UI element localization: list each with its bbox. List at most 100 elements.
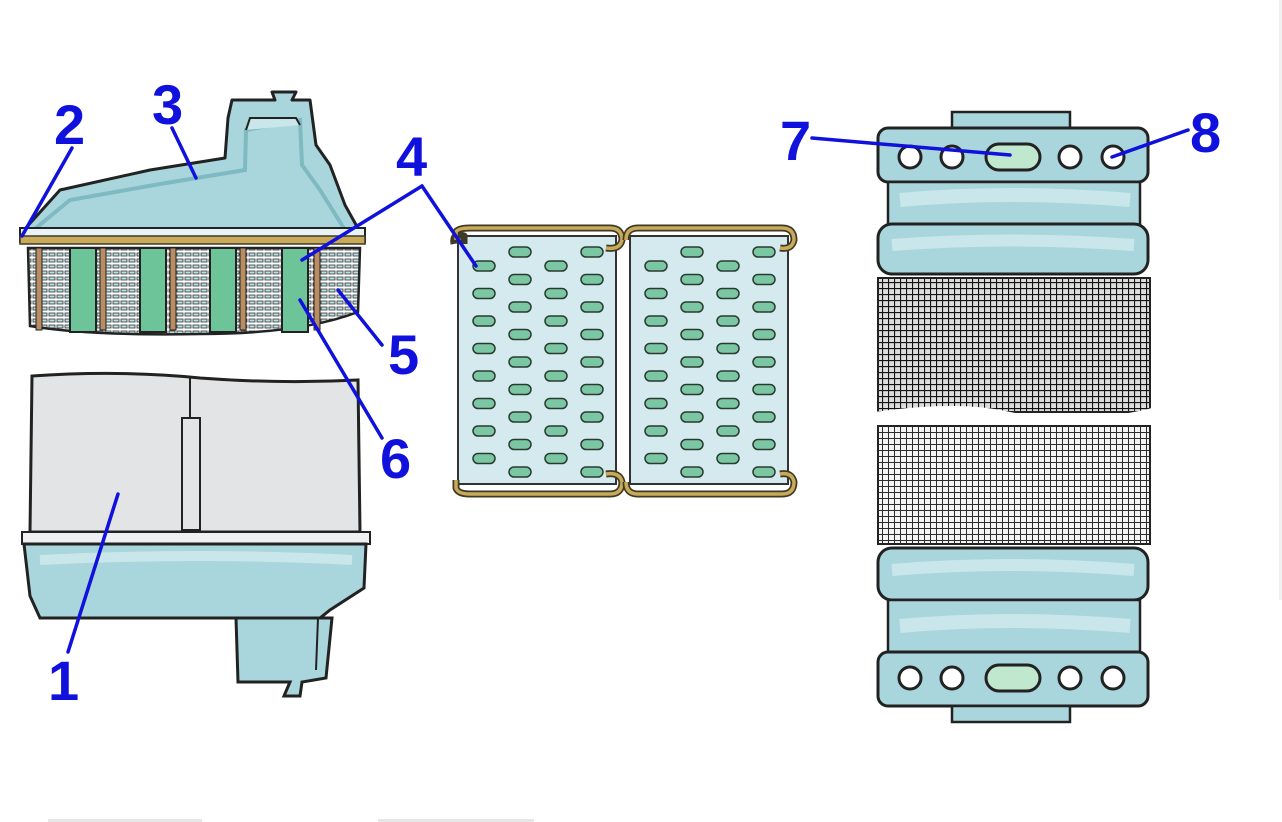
perforation-slot <box>580 356 604 368</box>
perforation-slot <box>716 315 740 327</box>
perforation-slot <box>752 273 776 286</box>
perforation-slot <box>716 287 740 300</box>
seal-gasket <box>19 235 366 245</box>
perforation-slot <box>680 246 704 258</box>
perforation-slot <box>472 342 496 355</box>
filter-housing-assembly <box>19 90 371 698</box>
perforation-slot <box>472 260 496 272</box>
perforation-slot <box>508 273 532 286</box>
callout-labels: 1 2 3 4 5 6 7 8 <box>48 73 1221 712</box>
perforation-slot <box>716 342 740 355</box>
right-edge-line <box>1279 0 1282 600</box>
perforation-slot <box>544 315 568 327</box>
plate-slots <box>472 246 776 478</box>
rib-spacer <box>313 247 321 331</box>
filter-ribs <box>35 247 321 333</box>
perforation-slot <box>508 328 532 341</box>
perforation-slot <box>716 260 740 272</box>
flange-slots <box>984 142 1042 693</box>
label-7: 7 <box>780 109 811 172</box>
perforation-slot <box>644 287 668 300</box>
cartridge-bottom-tab <box>950 704 1072 724</box>
perforation-slot <box>644 370 668 382</box>
label-2: 2 <box>54 93 85 156</box>
mesh-lower <box>877 425 1151 545</box>
perforation-slot <box>580 411 604 423</box>
perforation-slot <box>580 328 604 341</box>
perforation-slot <box>680 328 704 341</box>
label-4: 4 <box>396 125 427 188</box>
perforation-slot <box>508 411 532 423</box>
rib-green <box>69 247 97 333</box>
perforation-slot <box>472 287 496 300</box>
perforation-slot <box>644 315 668 327</box>
label-8: 8 <box>1190 101 1221 164</box>
filter-element-section <box>26 246 362 336</box>
label-1: 1 <box>48 649 79 712</box>
perforation-slot <box>644 397 668 410</box>
label-3: 3 <box>152 73 183 136</box>
perforation-slot <box>752 466 776 478</box>
perforation-slot <box>544 342 568 355</box>
label-5: 5 <box>388 323 419 386</box>
perforation-slot <box>680 438 704 451</box>
perforation-slot <box>472 370 496 382</box>
perforation-slot <box>580 273 604 286</box>
perforation-slot <box>544 425 568 437</box>
perforation-slot <box>544 287 568 300</box>
perforation-slot <box>644 425 668 437</box>
perforation-slot <box>544 397 568 410</box>
rib-spacer <box>169 247 177 331</box>
footer-line-left <box>48 819 202 822</box>
leader-lines <box>20 126 1190 654</box>
perforation-slot <box>580 246 604 258</box>
perforation-slot <box>472 397 496 410</box>
perforation-slot <box>508 383 532 396</box>
perforation-slot <box>716 452 740 465</box>
mesh-upper <box>877 277 1151 413</box>
perforation-slot <box>716 425 740 437</box>
perforation-slot <box>580 383 604 396</box>
rib-green <box>281 247 309 333</box>
lid-top-highlight <box>245 117 301 131</box>
perforation-slot <box>580 466 604 478</box>
perforated-plates <box>450 224 798 498</box>
perforation-slot <box>680 383 704 396</box>
perforation-slot <box>752 356 776 368</box>
perforation-slot <box>752 411 776 423</box>
perforation-slot <box>680 356 704 368</box>
plate-rims <box>450 224 798 498</box>
perforation-slot <box>644 452 668 465</box>
perforation-slot <box>544 260 568 272</box>
perforation-slot <box>680 301 704 313</box>
rib-spacer <box>35 247 43 331</box>
perforation-slot <box>752 328 776 341</box>
perforation-slot <box>508 301 532 313</box>
footer-line-right <box>378 819 534 822</box>
bowl-rim <box>21 531 371 545</box>
flange-holes <box>897 144 1126 691</box>
perforation-slot <box>544 452 568 465</box>
perforation-slot <box>752 301 776 313</box>
rib-green <box>139 247 167 333</box>
label-6: 6 <box>380 427 411 490</box>
perforation-slot <box>716 397 740 410</box>
perforation-slot <box>752 246 776 258</box>
housing-outlet <box>234 616 334 698</box>
perforation-slot <box>680 466 704 478</box>
perforation-slot <box>580 438 604 451</box>
perforation-slot <box>752 383 776 396</box>
bowl-center-rib <box>181 417 201 531</box>
perforation-slot <box>508 466 532 478</box>
rib-spacer <box>99 247 107 331</box>
perforation-slot <box>752 438 776 451</box>
perforation-slot <box>680 411 704 423</box>
perforation-slot <box>680 273 704 286</box>
rib-spacer <box>239 247 247 331</box>
perforation-slot <box>580 301 604 313</box>
perforation-slot <box>716 370 740 382</box>
perforation-slot <box>508 356 532 368</box>
perforation-slot <box>508 246 532 258</box>
perforation-slot <box>472 425 496 437</box>
